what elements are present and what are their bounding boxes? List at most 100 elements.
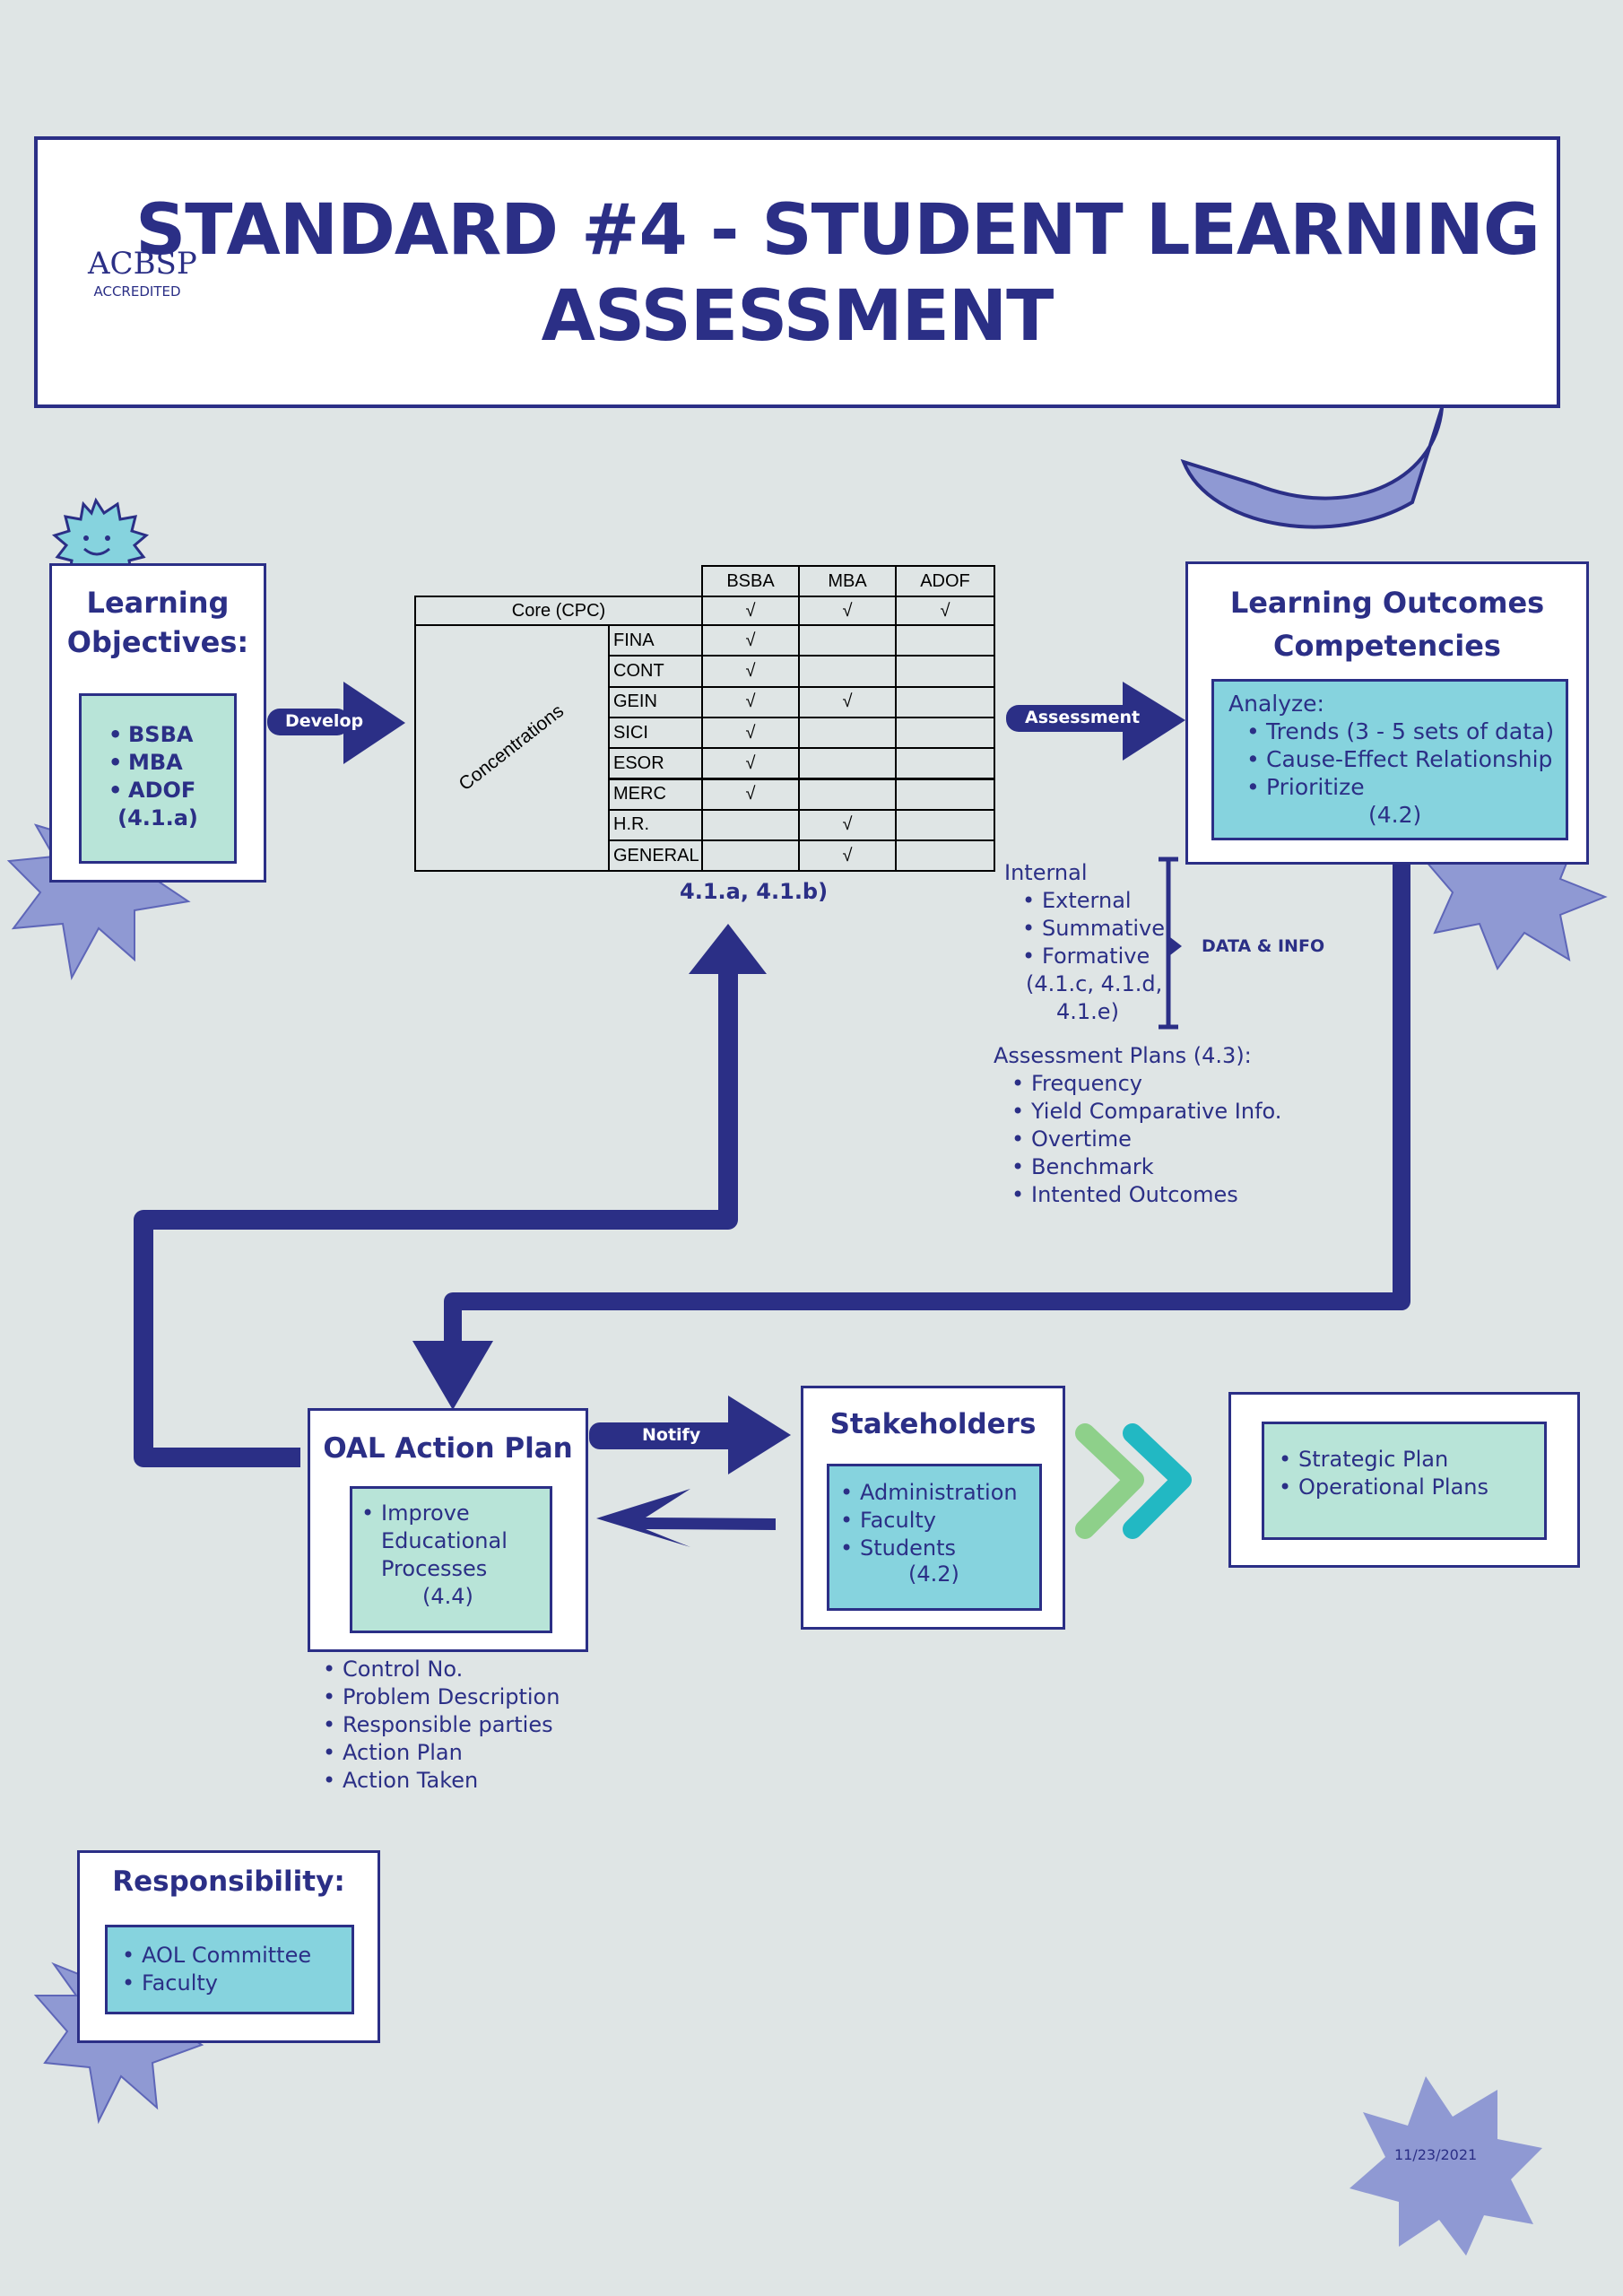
list-item: Prioritize <box>1245 773 1554 801</box>
list-item: Trends (3 - 5 sets of data) <box>1245 718 1554 745</box>
list-item: Formative <box>1020 943 1165 970</box>
concentration-mark: √ <box>701 778 800 811</box>
concentration-mark: √ <box>701 624 800 657</box>
responsibility-title: Responsibility: <box>112 1866 345 1898</box>
concentration-mark <box>895 778 995 811</box>
concentration-mark: √ <box>798 808 897 842</box>
list-item: MBA <box>107 749 195 777</box>
assessment-plans: Assessment Plans (4.3): Frequency Yield … <box>994 1042 1281 1209</box>
date-label: 11/23/2021 <box>1394 2146 1478 2163</box>
page-title-line1: STANDARD #4 - STUDENT LEARNING <box>135 190 1541 271</box>
concentration-mark <box>895 685 995 718</box>
concentration-name: SICI <box>608 716 703 750</box>
learning-outcomes-list: Analyze: Trends (3 - 5 sets of data) Cau… <box>1211 679 1568 840</box>
list-item: Responsible parties <box>321 1711 560 1739</box>
concentration-mark <box>798 747 897 780</box>
concentration-mark: √ <box>701 716 800 750</box>
core-label: Core (CPC) <box>414 596 703 626</box>
learning-objectives-list: BSBA MBA ADOF (4.1.a) <box>79 693 237 864</box>
concentration-mark <box>895 716 995 750</box>
column-header: BSBA <box>701 565 800 597</box>
oal-action-plan-box: OAL Action Plan Improve Educational Proc… <box>308 1408 588 1652</box>
list-item: Improve Educational Processes <box>360 1500 539 1583</box>
list-item: Faculty <box>838 1507 1018 1535</box>
list-item: AOL Committee <box>120 1942 311 1970</box>
core-mark: √ <box>701 596 800 626</box>
logo: ACBSP <box>88 246 197 282</box>
learning-outcomes-title-2: Competencies <box>1273 629 1501 663</box>
column-header: MBA <box>798 565 897 597</box>
concentration-name: CONT <box>608 655 703 688</box>
concentration-mark: √ <box>701 747 800 780</box>
learning-outcomes-box: Learning Outcomes Competencies Analyze: … <box>1185 561 1589 865</box>
data-info-list: Internal External Summative Formative (4… <box>1004 859 1165 1026</box>
concentration-mark <box>701 839 800 873</box>
stakeholders-ref: (4.2) <box>908 1561 959 1587</box>
assessment-label: Assessment <box>1025 708 1141 727</box>
learning-objectives-title: Learning <box>86 586 230 620</box>
header-panel: ACBSP ACCREDITED STANDARD #4 - STUDENT L… <box>34 136 1560 408</box>
concentration-mark: √ <box>798 839 897 873</box>
oal-details: Control No. Problem Description Responsi… <box>321 1656 560 1795</box>
concentrations-label: Concentrations <box>455 700 568 796</box>
concentration-mark <box>895 808 995 842</box>
learning-objectives-ref: (4.1.a) <box>117 805 198 831</box>
learning-outcomes-ref: (4.2) <box>1368 802 1422 828</box>
concentration-mark <box>798 624 897 657</box>
concentration-mark <box>895 839 995 873</box>
list-item: Administration <box>838 1479 1018 1507</box>
list-item: Faculty <box>120 1970 311 1997</box>
stakeholders-title: Stakeholders <box>829 1408 1037 1440</box>
list-item: Control No. <box>321 1656 560 1683</box>
concentration-name: GENERAL <box>608 839 703 873</box>
data-info-first: Internal <box>1004 860 1088 885</box>
list-item: Summative <box>1020 915 1165 943</box>
learning-outcomes-title: Learning Outcomes <box>1229 586 1545 620</box>
list-item: Intented Outcomes <box>1010 1181 1281 1209</box>
concentration-mark <box>798 655 897 688</box>
oal-list: Improve Educational Processes (4.4) <box>350 1486 552 1633</box>
learning-objectives-box: Learning Objectives: BSBA MBA ADOF (4.1.… <box>49 563 266 883</box>
concentration-name: GEIN <box>608 685 703 718</box>
list-item: External <box>1020 887 1165 915</box>
logo-subtitle: ACCREDITED <box>93 283 181 300</box>
stakeholders-box: Stakeholders Administration Faculty Stud… <box>801 1386 1065 1630</box>
page-title-line2: ASSESSMENT <box>541 276 1055 357</box>
concentration-mark <box>895 624 995 657</box>
concentration-mark: √ <box>701 655 800 688</box>
list-item: Frequency <box>1010 1070 1281 1098</box>
data-info-ref: (4.1.c, 4.1.d, <box>1026 971 1163 996</box>
data-info-label: DATA & INFO <box>1202 936 1325 956</box>
concentration-name: ESOR <box>608 747 703 780</box>
double-chevron-icon <box>1075 1423 1192 1539</box>
concentration-mark <box>798 778 897 811</box>
responsibility-list: AOL Committee Faculty <box>105 1925 354 2014</box>
list-item: Action Taken <box>321 1767 560 1795</box>
concentration-mark: √ <box>798 685 897 718</box>
list-item: Problem Description <box>321 1683 560 1711</box>
concentration-name: H.R. <box>608 808 703 842</box>
list-item: BSBA <box>107 721 195 749</box>
stakeholders-list: Administration Faculty Students (4.2) <box>827 1464 1042 1611</box>
list-item: Cause-Effect Relationship <box>1245 745 1554 773</box>
concentration-name: MERC <box>608 778 703 811</box>
list-item: Overtime <box>1010 1126 1281 1153</box>
oal-ref: (4.4) <box>422 1584 473 1609</box>
assessment-plans-title: Assessment Plans (4.3): <box>994 1043 1252 1068</box>
core-mark: √ <box>798 596 897 626</box>
learning-objectives-title-2: Objectives: <box>66 625 249 659</box>
concentration-mark: √ <box>701 685 800 718</box>
concentration-mark <box>895 747 995 780</box>
concentrations-cell: Concentrations <box>414 624 610 872</box>
list-item: ADOF <box>107 777 195 804</box>
program-matrix: BSBA MBA ADOF Core (CPC) √ √ √ Concentra… <box>414 565 997 874</box>
list-item: Benchmark <box>1010 1153 1281 1181</box>
concentration-mark <box>701 808 800 842</box>
matrix-ref: 4.1.a, 4.1.b) <box>680 879 829 904</box>
concentration-mark <box>798 716 897 750</box>
responsibility-box: Responsibility: AOL Committee Faculty <box>77 1850 380 2043</box>
data-info-ref-2: 4.1.e) <box>1056 999 1119 1024</box>
list-item: Students <box>838 1535 1018 1562</box>
concentration-name: FINA <box>608 624 703 657</box>
list-item: Strategic Plan <box>1277 1446 1488 1474</box>
